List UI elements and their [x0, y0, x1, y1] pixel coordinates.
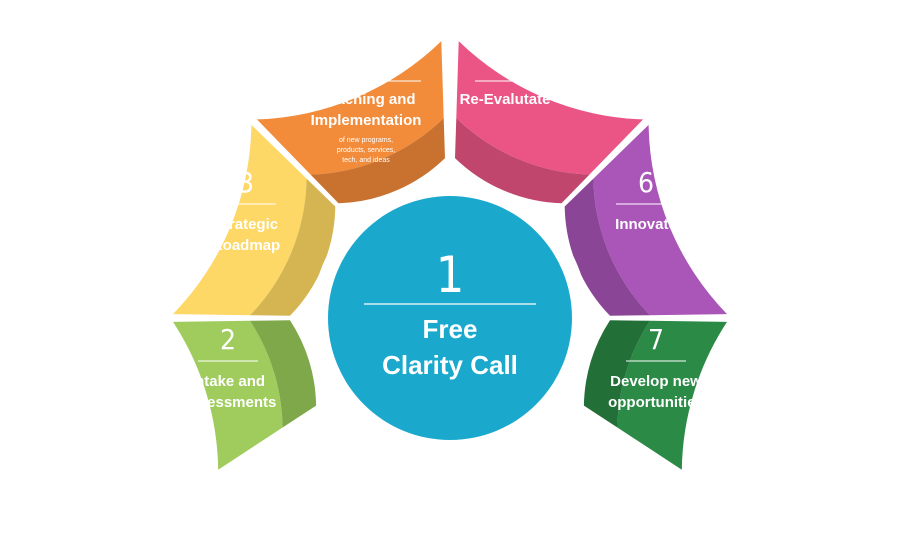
center-circle-fill	[328, 196, 572, 440]
center-label-line2: Clarity Call	[382, 350, 518, 380]
segment-3-band	[173, 124, 307, 316]
segment-4-caption-line: tech, and ideas	[342, 157, 390, 164]
segment-4-label-line: Coaching and	[316, 91, 415, 108]
segment-6-shade	[564, 178, 650, 316]
segment-3-shade	[250, 178, 336, 316]
segment-7-shade	[583, 320, 650, 428]
segment-6-band	[593, 124, 727, 316]
segment-2-shade	[250, 320, 317, 428]
segment-5-label-line: Re-Evalutate	[460, 91, 551, 108]
segment-3-number: 3	[238, 166, 254, 199]
segment-5: 5Re-Evalutate	[455, 41, 644, 204]
segment-4-number: 4	[358, 43, 374, 76]
segment-6-number: 6	[638, 166, 654, 199]
segment-4-label-line: Implementation	[311, 112, 422, 129]
segment-4-band	[256, 41, 444, 175]
segment-5-shade	[455, 118, 590, 204]
segment-7-band	[617, 320, 727, 470]
segment-6-label-line: Innovate	[615, 216, 677, 233]
segment-4-shade	[310, 118, 445, 204]
segment-2-label-line: Intake and	[191, 373, 265, 390]
segment-2-number: 2	[220, 323, 236, 356]
segment-4-caption-line: products, services,	[337, 147, 395, 154]
segment-2-label-line: Assessments	[180, 394, 277, 411]
center-number: 1	[436, 246, 465, 304]
segment-5-band	[456, 41, 644, 175]
segment-7-label-line: Develop new	[610, 373, 702, 390]
segment-5-number: 5	[497, 43, 513, 76]
segment-2-band	[173, 320, 283, 470]
segment-7-number: 7	[648, 323, 664, 356]
segment-4-caption-line: of new programs,	[339, 137, 393, 144]
segment-7-label-line: opportunities	[608, 394, 704, 411]
segment-3-label-line: Roadmap	[212, 237, 280, 254]
segment-3-label-line: Strategic	[214, 216, 278, 233]
center-label-line1: Free	[423, 314, 478, 344]
